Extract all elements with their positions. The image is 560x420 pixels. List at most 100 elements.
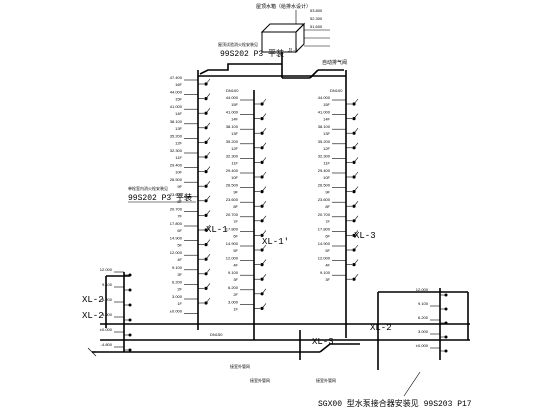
hydrant-nozzle: [353, 230, 359, 236]
floor-label: 3F: [233, 277, 238, 282]
hydrant-nozzle: [205, 166, 211, 172]
riser-xl1p-hydrants: 44.00015F41.00014F38.10013F35.20012F32.3…: [226, 95, 267, 311]
floor-label: 9F: [177, 184, 182, 189]
hydrant-nozzle: [205, 224, 211, 231]
hydrant-nozzle: [261, 201, 267, 207]
floor-label: 9F: [325, 190, 330, 195]
side-elevation-label: -4.800: [101, 342, 113, 347]
elevation-label: 44.000: [318, 95, 331, 100]
hydrant-nozzle: [353, 259, 359, 265]
hydrant-nozzle: [261, 98, 267, 105]
elevation-label: 6.200: [172, 279, 183, 284]
elevation-label: 12.000: [170, 250, 183, 255]
floor-label: 5F: [177, 243, 182, 248]
elevation-label: 20.700: [226, 212, 239, 217]
floor-label: 8F: [325, 204, 330, 209]
hydrant-nozzle: [205, 108, 211, 114]
elevation-label: 29.400: [318, 168, 331, 173]
hydrant-nozzle: [205, 93, 211, 99]
riser-xl1-label: XL-1: [206, 225, 228, 235]
riser-xl1-hydrants: 47.40016F44.00015F41.00014F38.10013F35.2…: [170, 75, 211, 314]
floor-label: 16F: [175, 82, 182, 87]
elevation-label: 41.000: [170, 104, 183, 109]
elevation-label: 17.800: [226, 226, 239, 231]
elevation-label: ±0.000: [170, 309, 183, 314]
elevation-label: 26.500: [318, 183, 331, 188]
ref-bottom: SGX00 型水泵接合器安装见 99S203 P17: [318, 398, 472, 409]
dn-top: DN100: [226, 88, 239, 93]
hydrant-nozzle: [261, 171, 267, 178]
floor-label: 10F: [323, 175, 330, 180]
hydrant-nozzle: [353, 142, 359, 148]
riser-xl2-left-label-b: XL-2: [82, 311, 104, 321]
hydrant-nozzle: [353, 98, 359, 105]
hydrant-nozzle: [205, 283, 211, 289]
hydrant-nozzle: [261, 230, 267, 236]
hydrant-nozzle: [205, 195, 211, 201]
floor-label: 13F: [323, 131, 330, 136]
riser-xl2-left-label-a: XL-2: [82, 295, 104, 305]
side-elevation-label: 6.200: [102, 297, 113, 302]
elevation-label: 6.200: [228, 285, 239, 290]
elevation-label: 29.400: [226, 168, 239, 173]
elevation-label: 32.300: [226, 153, 239, 158]
floor-label: 3F: [325, 277, 330, 282]
elevation-label: 35.200: [226, 139, 239, 144]
floor-label: 7F: [233, 219, 238, 224]
riser-xl2-right-label: XL-2: [370, 323, 392, 333]
elevation-label: 20.700: [318, 212, 331, 217]
floor-label: 15F: [323, 102, 330, 107]
elevation-label: 44.000: [226, 95, 239, 100]
floor-label: 11F: [231, 160, 238, 165]
note-bottom-2: 接室外管网: [250, 377, 270, 383]
elevation-label: 17.800: [170, 221, 183, 226]
floor-label: 10F: [175, 170, 182, 175]
floor-label: 15F: [231, 102, 238, 107]
roof-water-tank: [260, 10, 330, 54]
floor-label: 13F: [175, 126, 182, 131]
floor-label: 2F: [177, 286, 182, 291]
dn-top-right: DN100: [330, 88, 343, 93]
hydrant-nozzle: [261, 274, 267, 280]
elevation-label: 9.100: [172, 265, 183, 270]
hydrant-nozzle: [205, 210, 211, 216]
elevation-label: 41.000: [318, 110, 331, 115]
elevation-label: 38.100: [226, 124, 239, 129]
side-elevation-label: 3.000: [102, 312, 113, 317]
note-bottom-1: 接室外管网: [230, 363, 250, 369]
floor-label: 6F: [233, 233, 238, 238]
floor-label: 6F: [177, 228, 182, 233]
side-elevation-label: ±0.000: [416, 343, 429, 348]
hydrant-nozzle: [353, 128, 359, 134]
tank-elev-1: 53.800: [310, 8, 323, 13]
hydrant-nozzle: [261, 288, 267, 294]
elevation-label: 12.000: [318, 256, 331, 261]
tank-elev-3: 51.600: [310, 24, 323, 29]
hydrant-nozzle: [205, 122, 211, 128]
elevation-label: 47.400: [170, 75, 183, 80]
top-loop-pipe: [199, 63, 282, 75]
floor-label: 4F: [325, 263, 330, 268]
tank-note: 屋顶水箱（给排水设计）: [256, 3, 311, 10]
elevation-label: 20.700: [170, 206, 183, 211]
hydrant-nozzle: [261, 113, 267, 119]
floor-label: 1F: [177, 301, 182, 306]
air-valve-label: 自动排气阀: [322, 59, 347, 66]
side-elevation-label: ±0.000: [100, 327, 113, 332]
hydrant-nozzle: [261, 142, 267, 148]
riser-xl3-bottom-label: XL-3: [312, 337, 334, 347]
hydrant-nozzle: [205, 181, 211, 187]
floor-label: 15F: [175, 97, 182, 102]
side-elevation-label: 3.000: [418, 329, 429, 334]
hydrant-nozzle: [261, 128, 267, 134]
elevation-label: 14.900: [170, 236, 183, 241]
elevation-label: 32.300: [170, 148, 183, 153]
hydrant-nozzle: [205, 78, 211, 85]
floor-label: 5F: [325, 248, 330, 253]
hydrant-nozzle: [353, 171, 359, 178]
elevation-label: 12.000: [226, 256, 239, 261]
elevation-label: 32.300: [318, 153, 331, 158]
hydrant-nozzle: [353, 201, 359, 207]
floor-label: 11F: [323, 160, 330, 165]
